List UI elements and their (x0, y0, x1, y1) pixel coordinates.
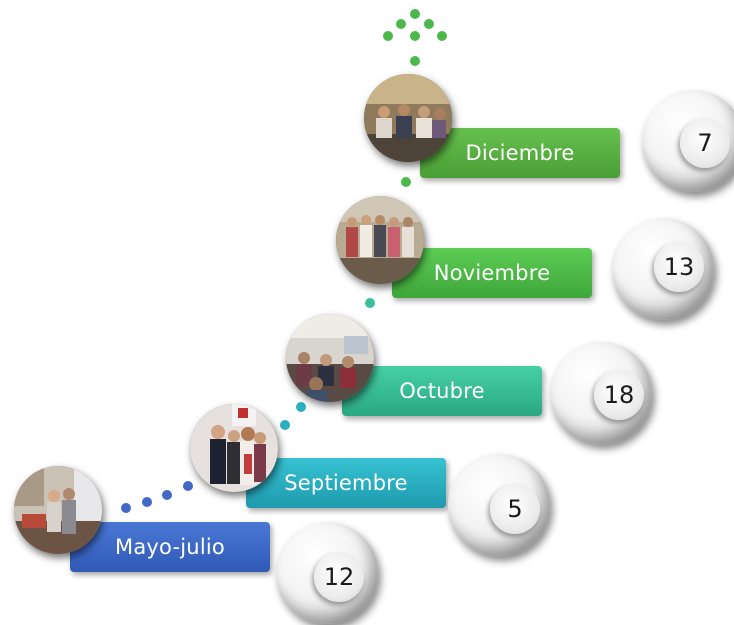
step-label-octubre: Octubre (342, 366, 542, 416)
step-label-septiembre: Septiembre (246, 458, 446, 508)
count-badge-noviembre: 13 (612, 218, 714, 320)
step-label-noviembre: Noviembre (392, 248, 592, 298)
photo-mayo-julio (14, 466, 102, 554)
count-badge-septiembre: 5 (448, 454, 550, 556)
count-value: 12 (314, 552, 364, 602)
photo-noviembre (336, 196, 424, 284)
photo-octubre (286, 314, 374, 402)
count-badge-diciembre: 7 (642, 90, 734, 192)
count-value: 7 (680, 118, 730, 168)
count-value: 13 (654, 242, 704, 292)
count-value: 5 (490, 484, 540, 534)
count-value: 18 (594, 370, 644, 420)
count-badge-mayo-julio: 12 (276, 522, 378, 624)
photo-diciembre (364, 74, 452, 162)
step-label-diciembre: Diciembre (420, 128, 620, 178)
photo-septiembre (190, 404, 278, 492)
step-label-mayo-julio: Mayo-julio (70, 522, 270, 572)
count-badge-octubre: 18 (550, 342, 652, 444)
